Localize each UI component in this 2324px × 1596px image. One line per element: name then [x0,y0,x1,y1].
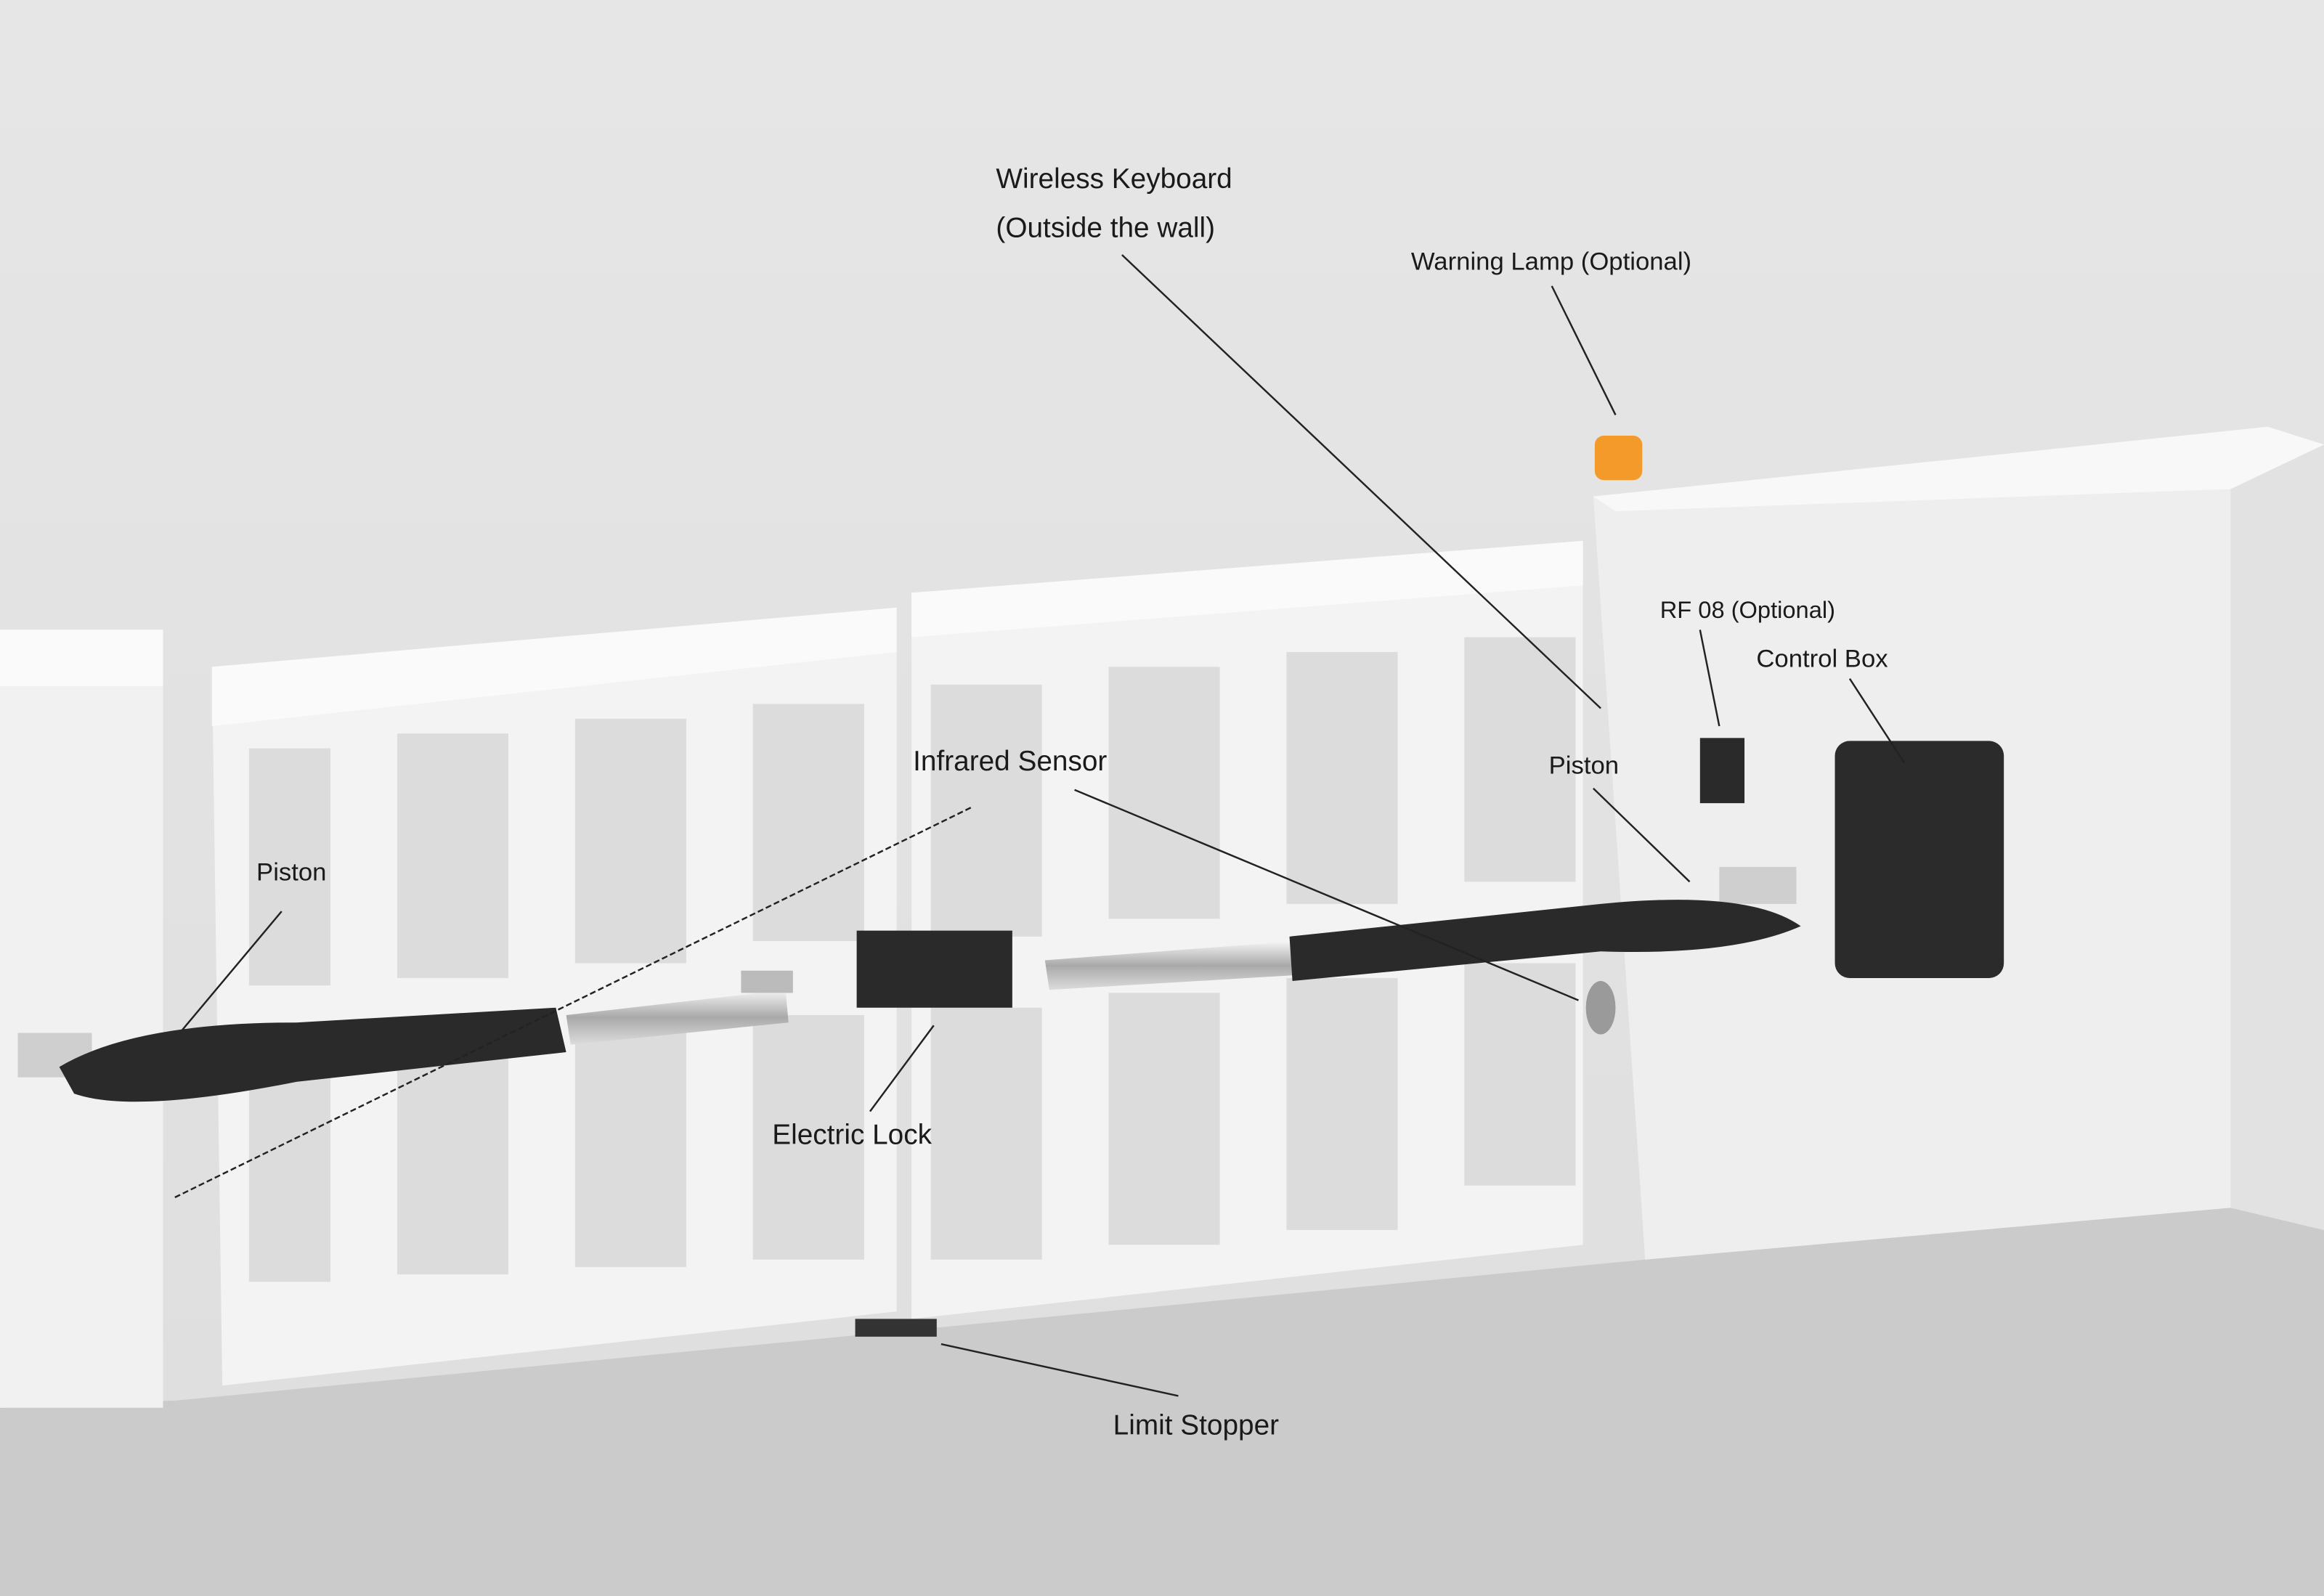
label-piston-left: Piston [256,858,326,886]
leader-limit-stopper [940,1343,1179,1397]
leader-warning-lamp [1551,285,1617,415]
label-limit-stopper: Limit Stopper [1113,1410,1279,1441]
label-rf08: RF 08 (Optional) [1660,596,1835,623]
limit-stopper-part [855,1319,937,1337]
label-piston-right: Piston [1549,752,1619,779]
label-control-box: Control Box [1756,645,1888,672]
label-electric-lock: Electric Lock [772,1120,932,1151]
control-box-device [1835,741,2004,978]
label-wireless-keyboard-note: (Outside the wall) [996,213,1215,244]
leader-infrared-left [174,807,972,1199]
leader-control-box [1848,678,1906,764]
left-pillar [0,630,163,1408]
leader-wireless-keyboard [1121,254,1601,709]
gate-left-leaf [211,607,897,1386]
electric-lock-device [856,930,1012,1008]
piston-right-device [1044,866,1801,990]
leader-piston-right [1593,787,1691,883]
leader-piston-left [182,911,283,1031]
rf08-device [1699,738,1745,804]
leader-infrared-right [1074,789,1579,1001]
label-warning-lamp: Warning Lamp (Optional) [1411,248,1691,275]
warning-lamp-device [1594,436,1643,481]
infrared-sensor-device [1585,981,1616,1035]
leader-electric-lock [869,1025,935,1112]
label-infrared-sensor: Infrared Sensor [913,746,1107,777]
piston-left-device [17,970,793,1102]
label-wireless-keyboard: Wireless Keyboard [996,163,1232,195]
gate-right-leaf [911,540,1583,1319]
leader-rf08 [1699,630,1720,727]
floor [0,1208,2324,1596]
